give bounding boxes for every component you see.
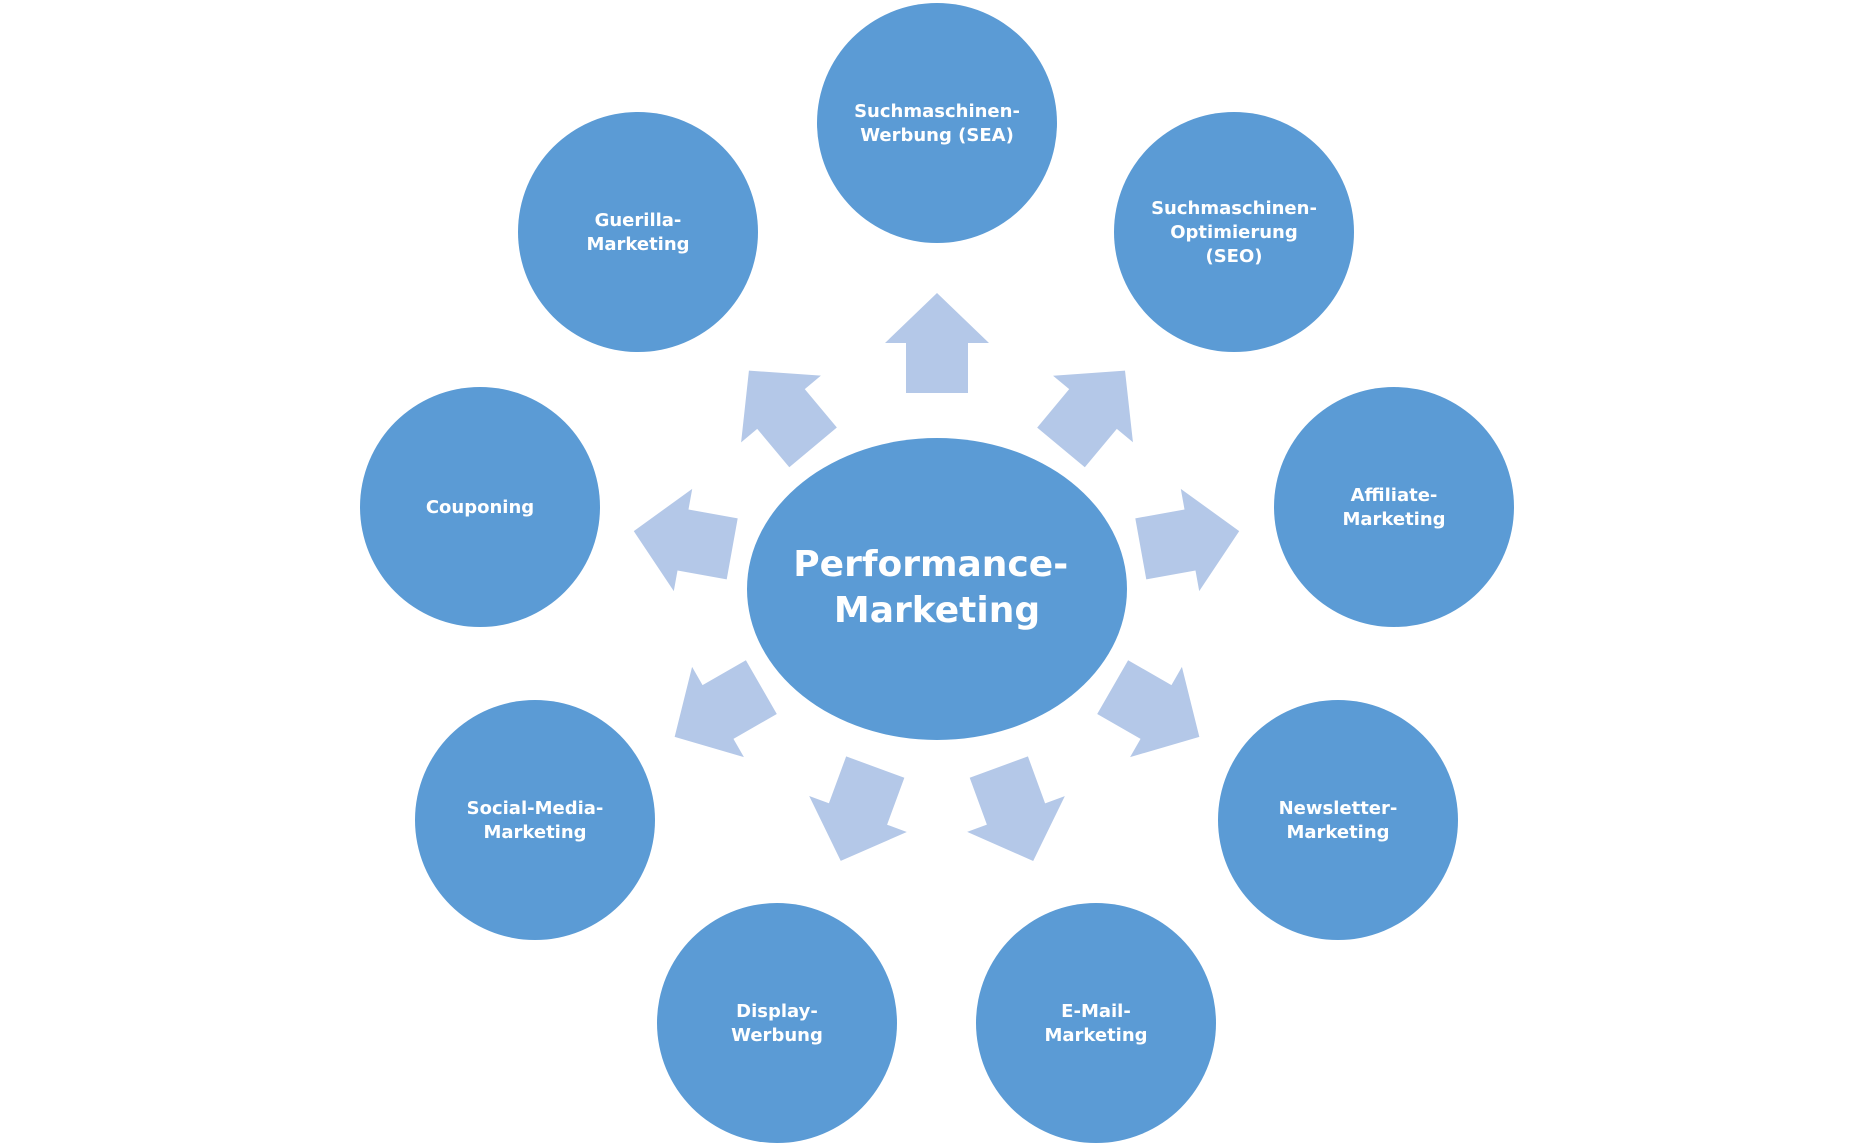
node-guerilla: Guerilla- Marketing (518, 112, 758, 352)
node-email: E-Mail- Marketing (976, 903, 1216, 1143)
node-email-label: E-Mail- Marketing (1044, 1001, 1147, 1046)
center-label-line-1: Performance- (793, 544, 1068, 585)
node-display-label-line-2: Werbung (731, 1025, 823, 1046)
node-guerilla-circle (518, 112, 758, 352)
node-sea: Suchmaschinen- Werbung (SEA) (817, 3, 1057, 243)
arrow-to-newsletter (1097, 660, 1200, 758)
node-email-label-line-2: Marketing (1044, 1025, 1147, 1046)
node-sea-label: Suchmaschinen- Werbung (SEA) (854, 101, 1020, 146)
node-email-circle (976, 903, 1216, 1143)
arrow-to-display (809, 756, 907, 861)
node-couponing-circle (360, 387, 600, 627)
node-social-media: Social-Media- Marketing (415, 700, 655, 940)
arrow-to-social-media (674, 660, 777, 758)
node-couponing-label-line-1: Couponing (426, 497, 534, 518)
node-guerilla-label: Guerilla- Marketing (586, 210, 689, 255)
nodes-layer: Suchmaschinen-Werbung (SEA)Suchmaschinen… (360, 3, 1514, 1143)
node-newsletter-circle (1218, 700, 1458, 940)
center-node: Performance- Marketing (747, 438, 1127, 740)
node-display-circle (657, 903, 897, 1143)
node-social-media-circle (415, 700, 655, 940)
node-newsletter: Newsletter- Marketing (1218, 700, 1458, 940)
node-display: Display- Werbung (657, 903, 897, 1143)
arrow-to-guerilla (741, 370, 837, 468)
node-affiliate-circle (1274, 387, 1514, 627)
node-affiliate-label: Affiliate- Marketing (1342, 485, 1445, 530)
node-social-media-label-line-1: Social-Media- (467, 798, 604, 819)
arrows-layer (633, 293, 1240, 861)
node-seo-label: Suchmaschinen- Optimierung (SEO) (1151, 198, 1317, 267)
node-social-media-label-line-2: Marketing (483, 822, 586, 843)
node-couponing: Couponing (360, 387, 600, 627)
node-guerilla-label-line-1: Guerilla- (595, 210, 682, 231)
node-sea-circle (817, 3, 1057, 243)
node-display-label: Display- Werbung (731, 1001, 823, 1046)
node-sea-label-line-2: Werbung (SEA) (860, 125, 1014, 146)
node-affiliate: Affiliate- Marketing (1274, 387, 1514, 627)
node-email-label-line-1: E-Mail- (1061, 1001, 1131, 1022)
node-seo-label-line-2: Optimierung (1170, 222, 1298, 243)
node-guerilla-label-line-2: Marketing (586, 234, 689, 255)
center-label-line-2: Marketing (834, 590, 1040, 631)
node-sea-label-line-1: Suchmaschinen- (854, 101, 1020, 122)
arrow-to-sea (885, 293, 989, 393)
node-newsletter-label-line-2: Marketing (1286, 822, 1389, 843)
node-newsletter-label-line-1: Newsletter- (1279, 798, 1398, 819)
arrow-to-affiliate (1135, 488, 1240, 592)
node-seo-label-line-3: (SEO) (1205, 246, 1262, 267)
node-seo-circle (1114, 112, 1354, 352)
node-social-media-label: Social-Media- Marketing (467, 798, 604, 843)
arrow-to-seo (1037, 370, 1133, 468)
center-ellipse (747, 438, 1127, 740)
node-seo-label-line-1: Suchmaschinen- (1151, 198, 1317, 219)
arrow-to-couponing (633, 488, 738, 592)
node-newsletter-label: Newsletter- Marketing (1279, 798, 1398, 843)
node-affiliate-label-line-2: Marketing (1342, 509, 1445, 530)
center-label: Performance- Marketing (793, 544, 1080, 631)
node-couponing-label: Couponing (426, 497, 534, 518)
node-affiliate-label-line-1: Affiliate- (1351, 485, 1438, 506)
node-display-label-line-1: Display- (736, 1001, 818, 1022)
node-seo: Suchmaschinen- Optimierung (SEO) (1114, 112, 1354, 352)
arrow-to-email (967, 756, 1065, 861)
